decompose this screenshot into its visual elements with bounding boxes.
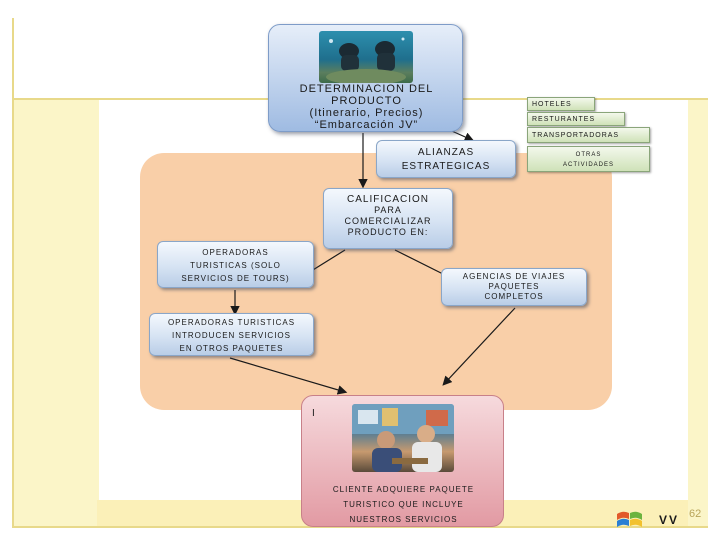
arrow-agencies-to-client: [442, 307, 516, 386]
packages-line-2: INTRODUCEN SERVICIOS: [172, 331, 291, 340]
agencies-line-3: COMPLETOS: [484, 292, 544, 301]
diver-photo: [319, 31, 413, 83]
client-line-2: TURISTICO QUE INCLUYE: [343, 500, 464, 509]
strategic-alliances-box: ALIANZAS ESTRATEGICAS: [376, 140, 516, 178]
qualification-line-1: CALIFICACION: [346, 194, 429, 205]
operators-line-1: OPERADORAS: [202, 248, 269, 257]
product-line-2: PRODUCTO: [331, 95, 402, 107]
partner-hotels: HOTELES: [527, 97, 595, 111]
product-line-3: (Itinerario, Precios): [309, 107, 424, 119]
right-accent-band: [688, 100, 708, 528]
alliances-line-2: ESTRATEGICAS: [401, 161, 491, 172]
left-frame-line: [12, 18, 14, 528]
bottom-divider: [12, 526, 708, 528]
tour-operators-box: OPERADORAS TURISTICAS (SOLO SERVICIOS DE…: [157, 241, 314, 288]
client-line-1: CLIENTE ADQUIERE PAQUETE: [332, 485, 475, 494]
partner-other-line-1: OTRAS: [575, 152, 602, 158]
packages-line-1: OPERADORAS TURISTICAS: [167, 318, 296, 327]
partner-restaurants: RESTURANTES: [527, 112, 625, 126]
alliances-line-1: ALIANZAS: [417, 147, 475, 158]
svg-text:V: V: [659, 513, 667, 527]
product-determination-text: DETERMINACION DEL PRODUCTO (Itinerario, …: [269, 83, 464, 131]
client-text: CLIENTE ADQUIERE PAQUETE TURISTICO QUE I…: [302, 482, 505, 527]
product-line-4: “Embarcación JV”: [314, 119, 419, 131]
partner-transport: TRANSPORTADORAS: [527, 127, 650, 143]
agencies-line-2: PAQUETES: [488, 282, 540, 291]
partner-other-line-2: ACTIVIDADES: [562, 162, 614, 168]
travel-agencies-box: AGENCIAS DE VIAJES PAQUETES COMPLETOS: [441, 268, 587, 306]
packages-line-3: EN OTROS PAQUETES: [179, 344, 284, 353]
client-marker: I: [312, 408, 315, 419]
agencies-line-1: AGENCIAS DE VIAJES: [462, 272, 566, 281]
arrow-packages-to-client: [229, 357, 348, 395]
client-purchase-box: I CLIENTE ADQUIERE PAQUETE TURISTICO QUE…: [301, 395, 504, 527]
qualification-line-3: COMERCIALIZAR: [344, 216, 432, 226]
partner-other-activities: OTRAS ACTIVIDADES: [527, 146, 650, 172]
page-number: 62: [689, 508, 702, 520]
product-line-1: DETERMINACION DEL: [299, 83, 434, 95]
windows-logo-icon: V V: [617, 511, 677, 527]
client-illustration: [352, 404, 454, 472]
operators-packages-box: OPERADORAS TURISTICAS INTRODUCEN SERVICI…: [149, 313, 314, 356]
svg-text:V: V: [669, 513, 677, 527]
operators-line-3: SERVICIOS DE TOURS): [181, 274, 290, 283]
product-determination-box: DETERMINACION DEL PRODUCTO (Itinerario, …: [268, 24, 463, 132]
qualification-box: CALIFICACION PARA COMERCIALIZAR PRODUCTO…: [323, 188, 453, 249]
operators-line-2: TURISTICAS (SOLO: [190, 261, 281, 270]
diver-illustration: [326, 37, 406, 83]
client-photo: [352, 404, 454, 472]
client-line-3: NUESTROS SERVICIOS: [349, 515, 458, 524]
qualification-line-2: PARA: [374, 205, 402, 215]
qualification-line-4: PRODUCTO EN:: [347, 227, 429, 237]
